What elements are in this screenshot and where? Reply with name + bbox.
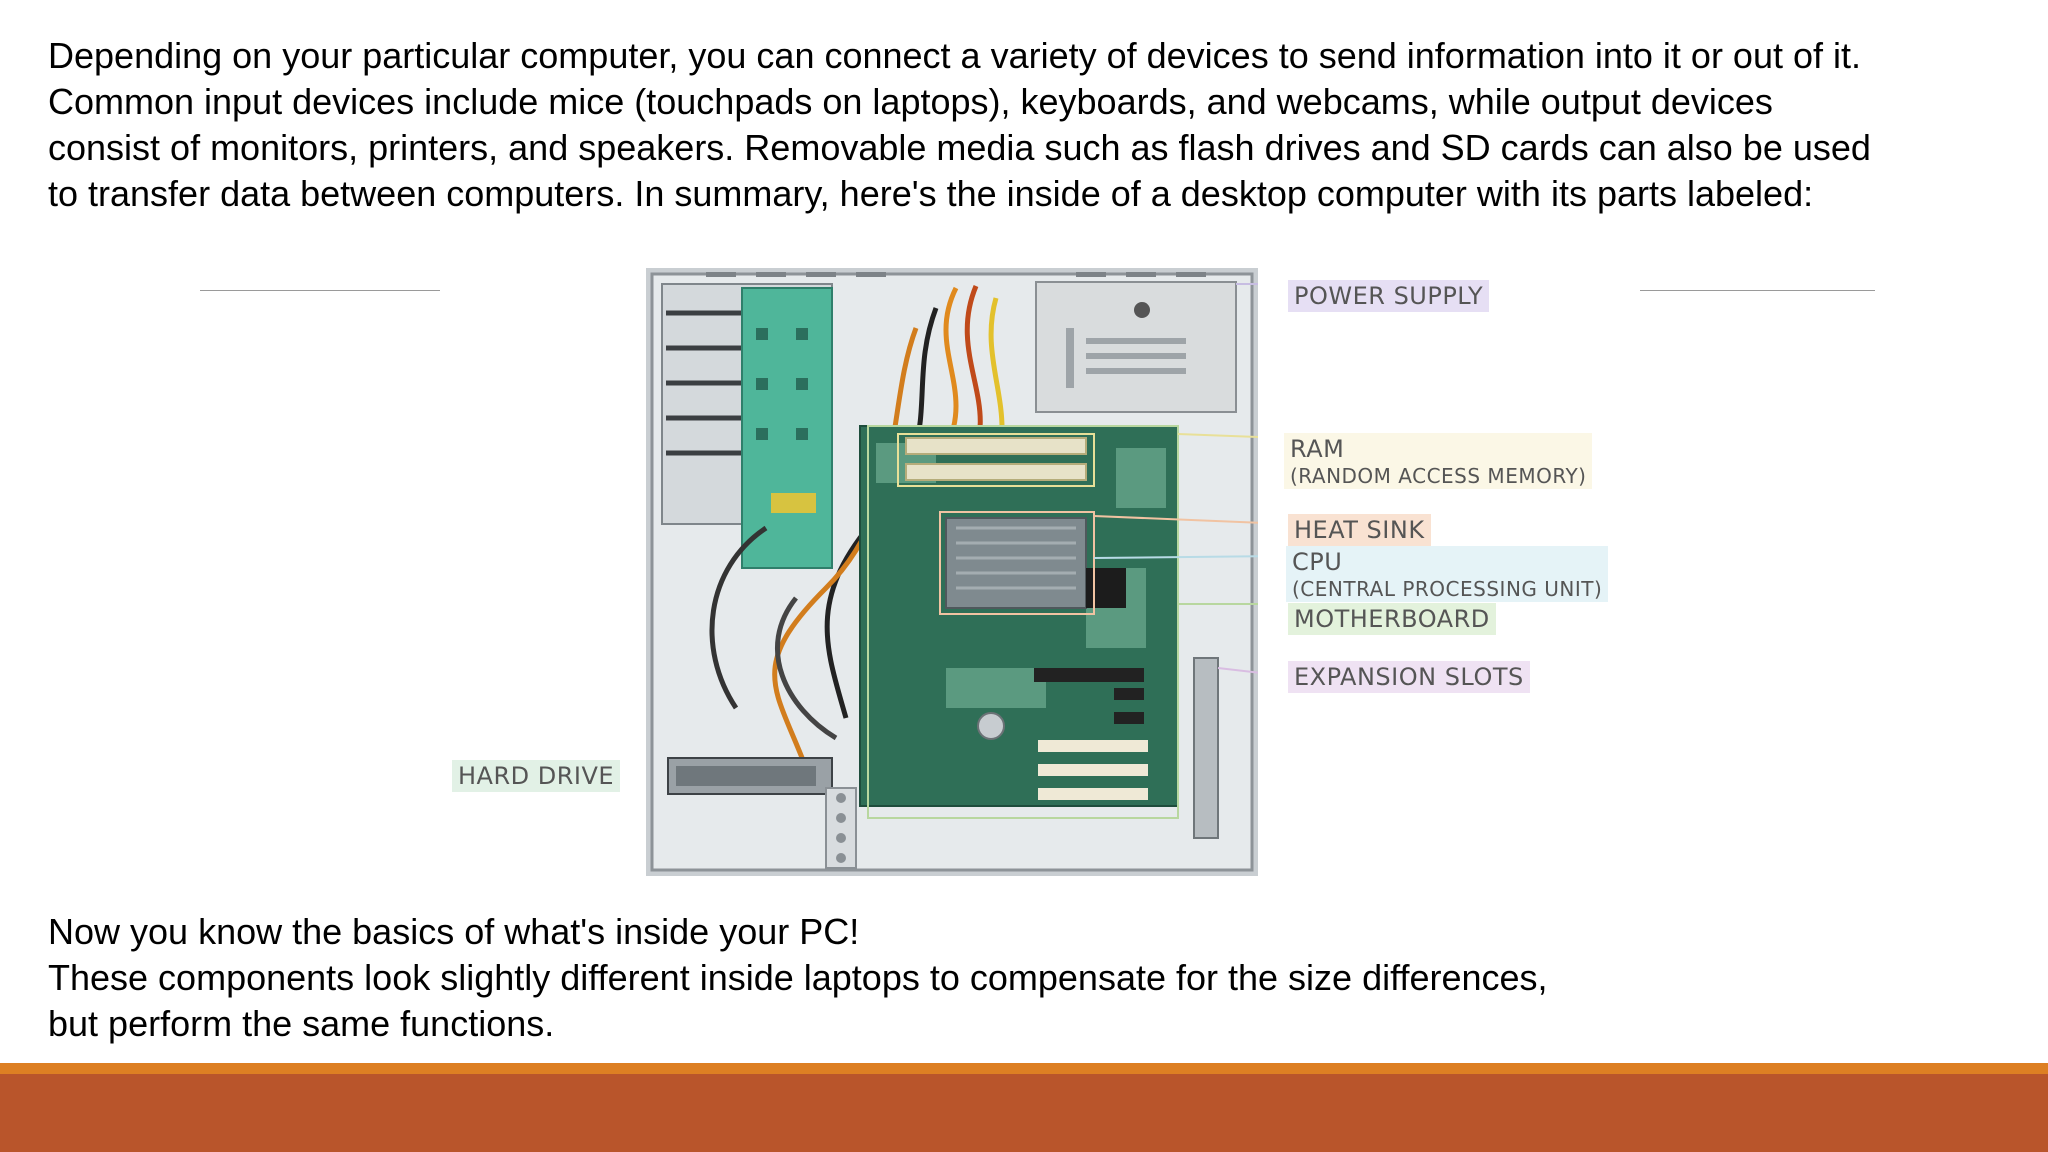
ram-label-text: RAM	[1290, 435, 1345, 463]
decorative-rule-right	[1640, 290, 1875, 291]
ram-label-subtext: (RANDOM ACCESS MEMORY)	[1290, 464, 1587, 488]
decorative-rule-left	[200, 290, 440, 291]
motherboard-label: MOTHERBOARD	[1288, 603, 1496, 635]
hard-drive-label: HARD DRIVE	[452, 760, 621, 792]
expansion-slots-label-text: EXPANSION SLOTS	[1294, 663, 1524, 691]
cpu-label-subtext: (CENTRAL PROCESSING UNIT)	[1292, 577, 1603, 601]
ram-label: RAM (RANDOM ACCESS MEMORY)	[1284, 433, 1593, 489]
intro-line: consist of monitors, printers, and speak…	[48, 127, 1871, 168]
outro-line: These components look slightly different…	[48, 957, 1548, 998]
expansion-slots-label: EXPANSION SLOTS	[1288, 661, 1530, 693]
heat-sink-label-text: HEAT SINK	[1294, 516, 1425, 544]
outro-paragraph: Now you know the basics of what's inside…	[48, 909, 1548, 1047]
power-supply-label-text: POWER SUPPLY	[1294, 282, 1484, 310]
power-supply-label: POWER SUPPLY	[1288, 280, 1490, 312]
computer-case-image	[646, 268, 1258, 876]
outro-line: but perform the same functions.	[48, 1003, 555, 1044]
motherboard-label-text: MOTHERBOARD	[1294, 605, 1490, 633]
intro-line: to transfer data between computers. In s…	[48, 173, 1814, 214]
intro-line: Depending on your particular computer, y…	[48, 35, 1862, 76]
outro-line: Now you know the basics of what's inside…	[48, 911, 860, 952]
hard-drive-label-text: HARD DRIVE	[458, 762, 615, 790]
intro-line: Common input devices include mice (touch…	[48, 81, 1773, 122]
footer-accent-stripe	[0, 1063, 2048, 1074]
intro-paragraph: Depending on your particular computer, y…	[48, 33, 1871, 217]
cpu-label: CPU (CENTRAL PROCESSING UNIT)	[1286, 546, 1609, 602]
heat-sink-label: HEAT SINK	[1288, 514, 1431, 546]
cpu-label-text: CPU	[1292, 548, 1343, 576]
footer-bar	[0, 1074, 2048, 1152]
